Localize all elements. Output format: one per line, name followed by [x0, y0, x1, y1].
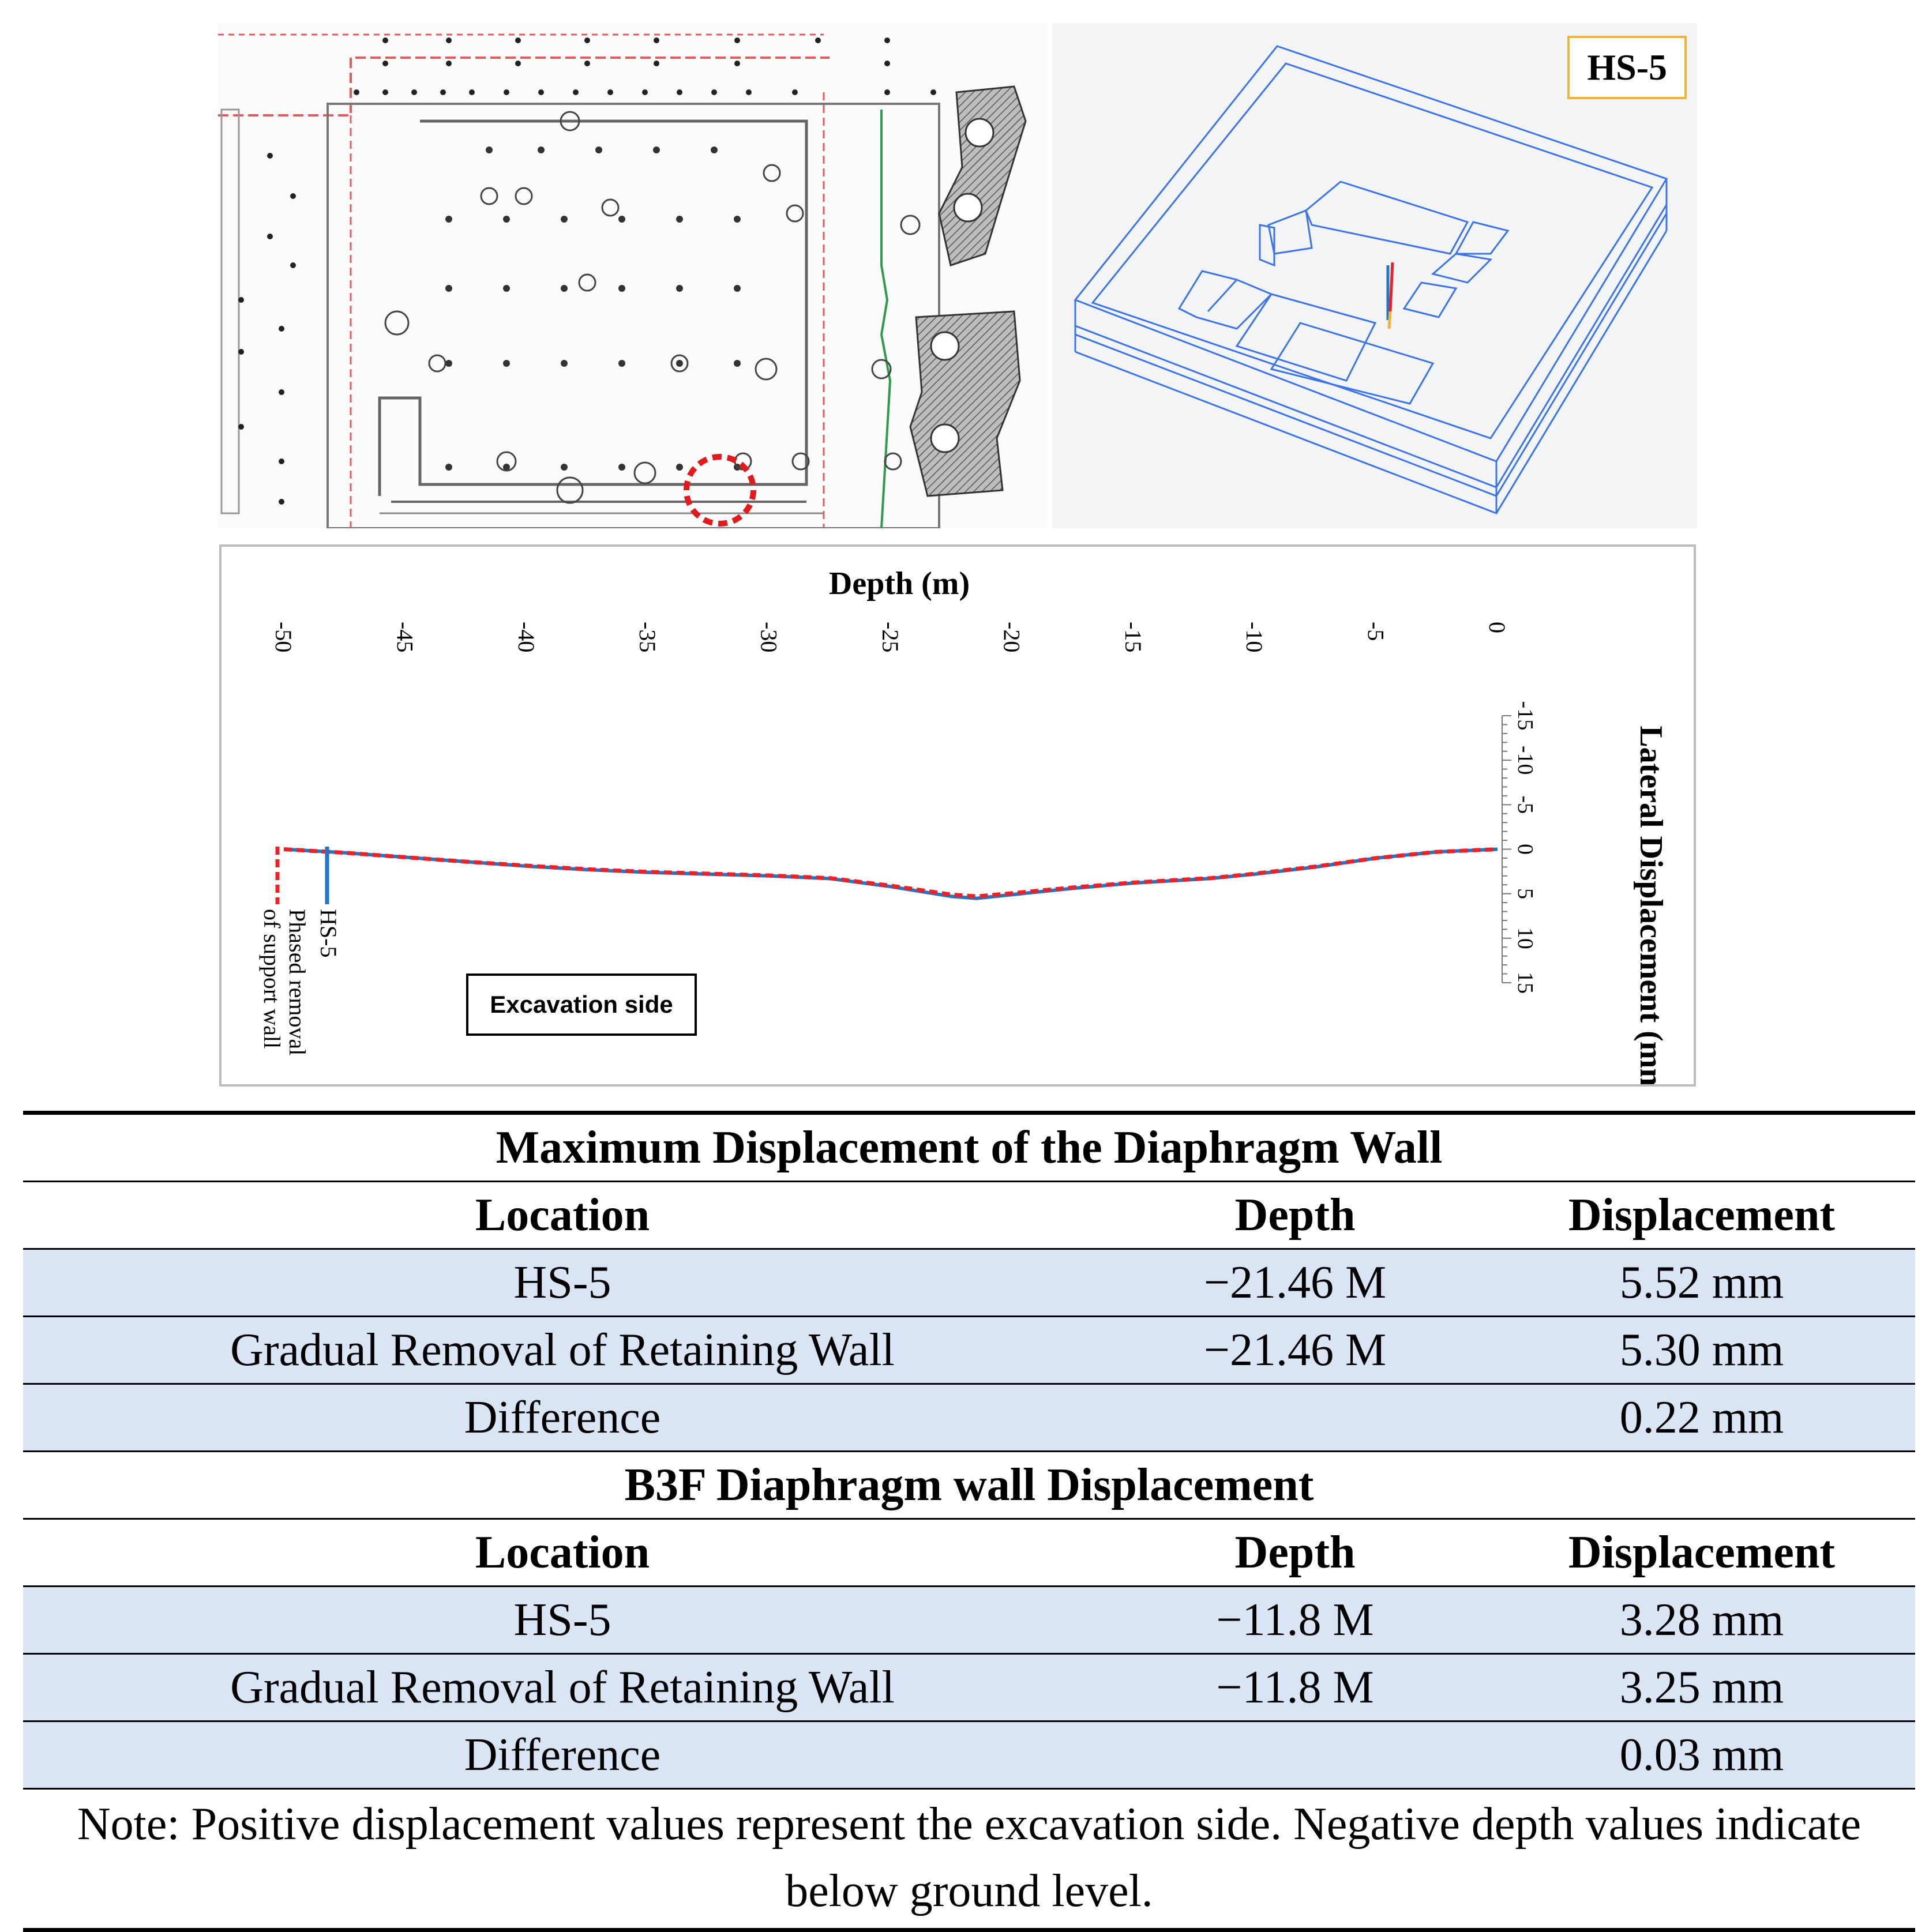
section2-title: B3F Diaphragm wall Displacement	[23, 1451, 1915, 1520]
table-row: Gradual Removal of Retaining Wall −21.46…	[23, 1316, 1915, 1385]
3d-model-drawing	[1074, 45, 1668, 514]
section1-title-row: Maximum Displacement of the Diaphragm Wa…	[23, 1111, 1915, 1182]
header-displacement: Displacement	[1488, 1181, 1915, 1250]
y-tick-label: 15	[1513, 972, 1537, 994]
section2-title-row: B3F Diaphragm wall Displacement	[23, 1451, 1915, 1520]
displacement-table-grid: Maximum Displacement of the Diaphragm Wa…	[23, 1111, 1915, 1932]
legend-label-phased-removal: Phased removalof support wall	[259, 909, 310, 1055]
cell-location: Difference	[23, 1384, 1102, 1452]
cell-location: HS-5	[23, 1586, 1102, 1655]
cell-displacement: 0.22 mm	[1488, 1384, 1915, 1452]
note-row: Note: Positive displacement values repre…	[23, 1788, 1915, 1932]
x-tick-label: -35	[635, 622, 660, 652]
cell-depth	[1102, 1384, 1488, 1452]
series-line-hs5	[283, 847, 1498, 900]
cell-location: Gradual Removal of Retaining Wall	[23, 1316, 1102, 1385]
cell-depth	[1102, 1721, 1488, 1790]
x-tick-label: -15	[1120, 622, 1146, 652]
site-plan-drawing	[218, 33, 1027, 528]
cell-depth: −11.8 M	[1102, 1653, 1488, 1722]
series-lines	[283, 847, 1498, 900]
y-axis-title: Lateral Displacement (mm)	[1633, 726, 1669, 1084]
3d-model-image: HS-5	[1052, 23, 1697, 528]
section2-header-row: Location Depth Displacement	[23, 1518, 1915, 1587]
table-note: Note: Positive displacement values repre…	[23, 1788, 1915, 1932]
model-location-label: HS-5	[1567, 36, 1687, 99]
displacement-axis: -15 -10 -5 0 5 10 15	[1502, 701, 1537, 994]
table-row: Gradual Removal of Retaining Wall −11.8 …	[23, 1653, 1915, 1722]
cell-location: HS-5	[23, 1249, 1102, 1317]
table-row: HS-5 −21.46 M 5.52 mm	[23, 1249, 1915, 1317]
y-tick-label: -5	[1513, 796, 1537, 814]
header-location: Location	[23, 1518, 1102, 1587]
x-tick-label: 0	[1484, 622, 1510, 633]
cell-displacement: 0.03 mm	[1488, 1721, 1915, 1790]
hs5-location-marker	[684, 454, 756, 527]
cell-displacement: 5.52 mm	[1488, 1249, 1915, 1317]
x-tick-label: -10	[1241, 622, 1267, 652]
header-depth: Depth	[1102, 1518, 1488, 1587]
header-location: Location	[23, 1181, 1102, 1250]
series-line-phased-removal	[283, 847, 1498, 899]
legend-label-line: Phased removal	[284, 909, 310, 1055]
x-tick-label: -50	[271, 622, 297, 652]
header-depth: Depth	[1102, 1181, 1488, 1250]
x-tick-label: -40	[513, 622, 539, 652]
cell-location: Difference	[23, 1721, 1102, 1790]
table-row: Difference 0.22 mm	[23, 1384, 1915, 1452]
y-tick-label: 5	[1513, 888, 1537, 899]
x-tick-label: -45	[392, 622, 418, 652]
y-tick-label: 10	[1513, 927, 1537, 949]
cell-depth: −21.46 M	[1102, 1249, 1488, 1317]
y-tick-label: 0	[1513, 844, 1537, 855]
y-tick-label: -15	[1513, 701, 1537, 731]
cell-displacement: 3.28 mm	[1488, 1586, 1915, 1655]
x-tick-label: -30	[756, 622, 782, 652]
x-axis-title: Depth (m)	[829, 566, 970, 602]
y-tick-label: -10	[1513, 746, 1537, 775]
cell-depth: −21.46 M	[1102, 1316, 1488, 1385]
x-tick-label: -5	[1363, 622, 1389, 641]
cell-displacement: 3.25 mm	[1488, 1653, 1915, 1722]
displacement-table: Maximum Displacement of the Diaphragm Wa…	[23, 1111, 1915, 1932]
header-displacement: Displacement	[1488, 1518, 1915, 1587]
legend-label-hs5: HS-5	[316, 909, 341, 957]
table-row: HS-5 −11.8 M 3.28 mm	[23, 1586, 1915, 1655]
cell-depth: −11.8 M	[1102, 1586, 1488, 1655]
table-row: Difference 0.03 mm	[23, 1721, 1915, 1790]
x-tick-label: -20	[999, 622, 1024, 652]
excavation-side-annotation: Excavation side	[466, 973, 697, 1036]
cell-displacement: 5.30 mm	[1488, 1316, 1915, 1385]
cell-location: Gradual Removal of Retaining Wall	[23, 1653, 1102, 1722]
section1-title: Maximum Displacement of the Diaphragm Wa…	[23, 1111, 1915, 1182]
section1-header-row: Location Depth Displacement	[23, 1181, 1915, 1250]
x-tick-label: -25	[877, 622, 903, 652]
site-plan-image	[218, 23, 1048, 528]
legend-label-line: of support wall	[259, 909, 285, 1048]
